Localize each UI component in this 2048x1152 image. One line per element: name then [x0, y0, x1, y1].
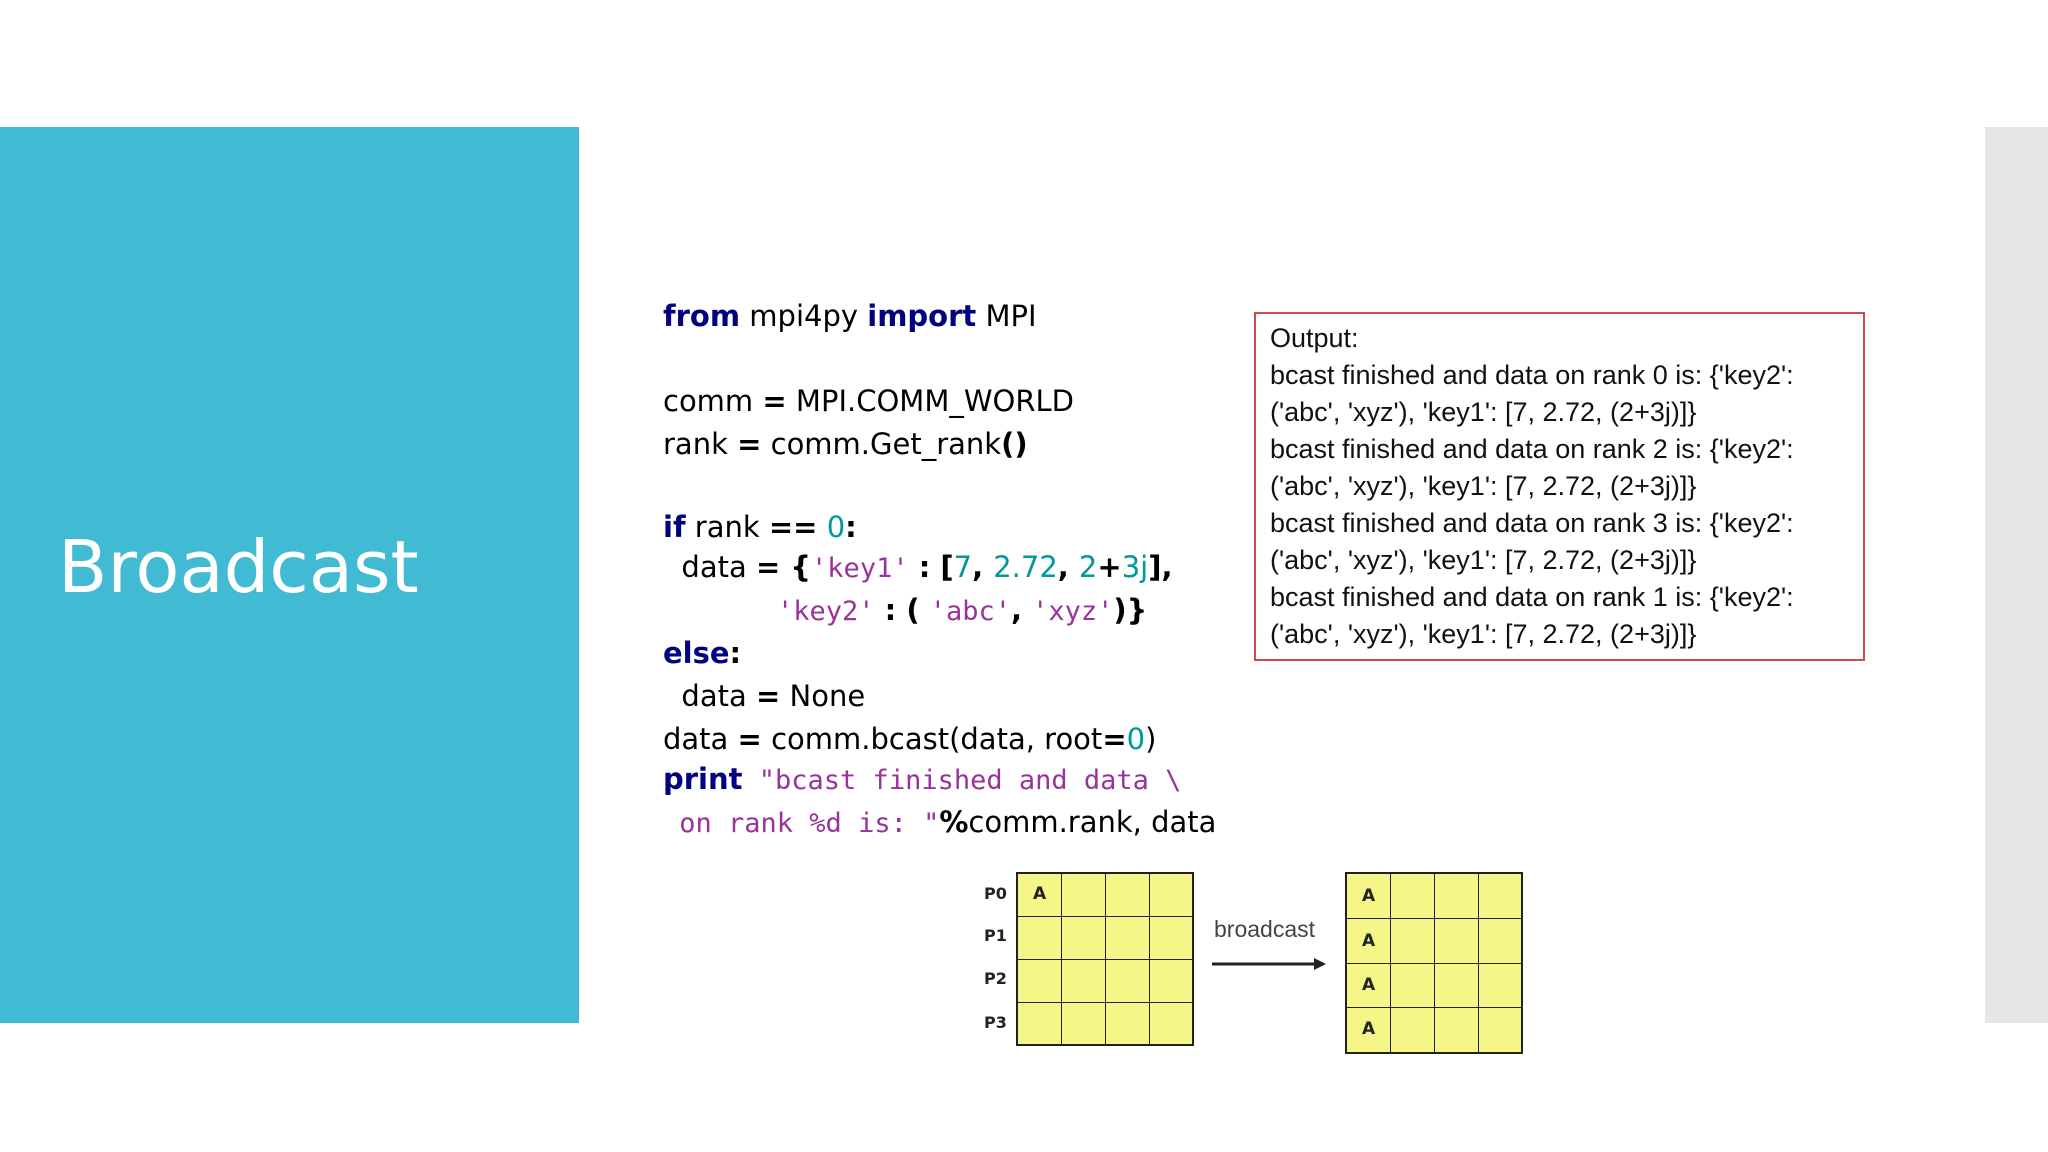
process-label-p0: P0 [984, 884, 1007, 903]
output-line: bcast finished and data on rank 2 is: {'… [1270, 434, 1794, 464]
code-line-1: from mpi4py import MPI [663, 299, 1037, 333]
code-line-6: 'key2' : ( 'abc', 'xyz')} [777, 593, 1148, 627]
right-decor-strip [1985, 127, 2048, 1023]
code-line-3: rank = comm.Get_rank() [663, 427, 1028, 461]
code-line-9: data = comm.bcast(data, root=0) [663, 722, 1157, 756]
code-line-4: if rank == 0: [663, 510, 857, 544]
output-line: ('abc', 'xyz'), 'key1': [7, 2.72, (2+3j)… [1270, 397, 1697, 427]
grid-line [1347, 963, 1521, 964]
output-line: ('abc', 'xyz'), 'key1': [7, 2.72, (2+3j)… [1270, 619, 1697, 649]
code-line-7: else: [663, 636, 742, 670]
code-line-10: print "bcast finished and data \ [663, 762, 1182, 796]
code-line-5: data = {'key1' : [7, 2.72, 2+3j], [663, 550, 1173, 584]
output-line: bcast finished and data on rank 0 is: {'… [1270, 360, 1794, 390]
cell-a-p0: A [1033, 884, 1047, 904]
grid-line [1347, 1007, 1521, 1008]
slide-title: Broadcast [58, 525, 419, 609]
output-line: bcast finished and data on rank 3 is: {'… [1270, 508, 1794, 538]
broadcast-diagram: P0 P1 P2 P3 A broadcast A A A A [960, 862, 1548, 1055]
output-box: Output: bcast finished and data on rank … [1254, 312, 1865, 661]
grid-line [1347, 918, 1521, 919]
output-line: ('abc', 'xyz'), 'key1': [7, 2.72, (2+3j)… [1270, 545, 1697, 575]
grid-line [1018, 1002, 1192, 1003]
code-line-2: comm = MPI.COMM_WORLD [663, 384, 1074, 418]
process-label-p1: P1 [984, 926, 1007, 945]
process-label-p3: P3 [984, 1013, 1007, 1032]
grid-line [1018, 959, 1192, 960]
output-line: ('abc', 'xyz'), 'key1': [7, 2.72, (2+3j)… [1270, 471, 1697, 501]
title-panel [0, 127, 579, 1023]
grid-after: A A A A [1345, 872, 1523, 1054]
output-heading: Output: [1270, 323, 1359, 353]
cell-a-p3: A [1362, 1019, 1376, 1039]
grid-line [1018, 916, 1192, 917]
code-line-8: data = None [663, 679, 866, 713]
broadcast-label: broadcast [1214, 916, 1316, 942]
grid-before: A [1016, 872, 1194, 1046]
code-line-11: on rank %d is: "%comm.rank, data [663, 805, 1217, 839]
cell-a-p1: A [1362, 931, 1376, 951]
cell-a-p0: A [1362, 886, 1376, 906]
output-line: bcast finished and data on rank 1 is: {'… [1270, 582, 1794, 612]
process-label-p2: P2 [984, 969, 1007, 988]
cell-a-p2: A [1362, 975, 1376, 995]
arrow-right-icon [1212, 958, 1326, 970]
